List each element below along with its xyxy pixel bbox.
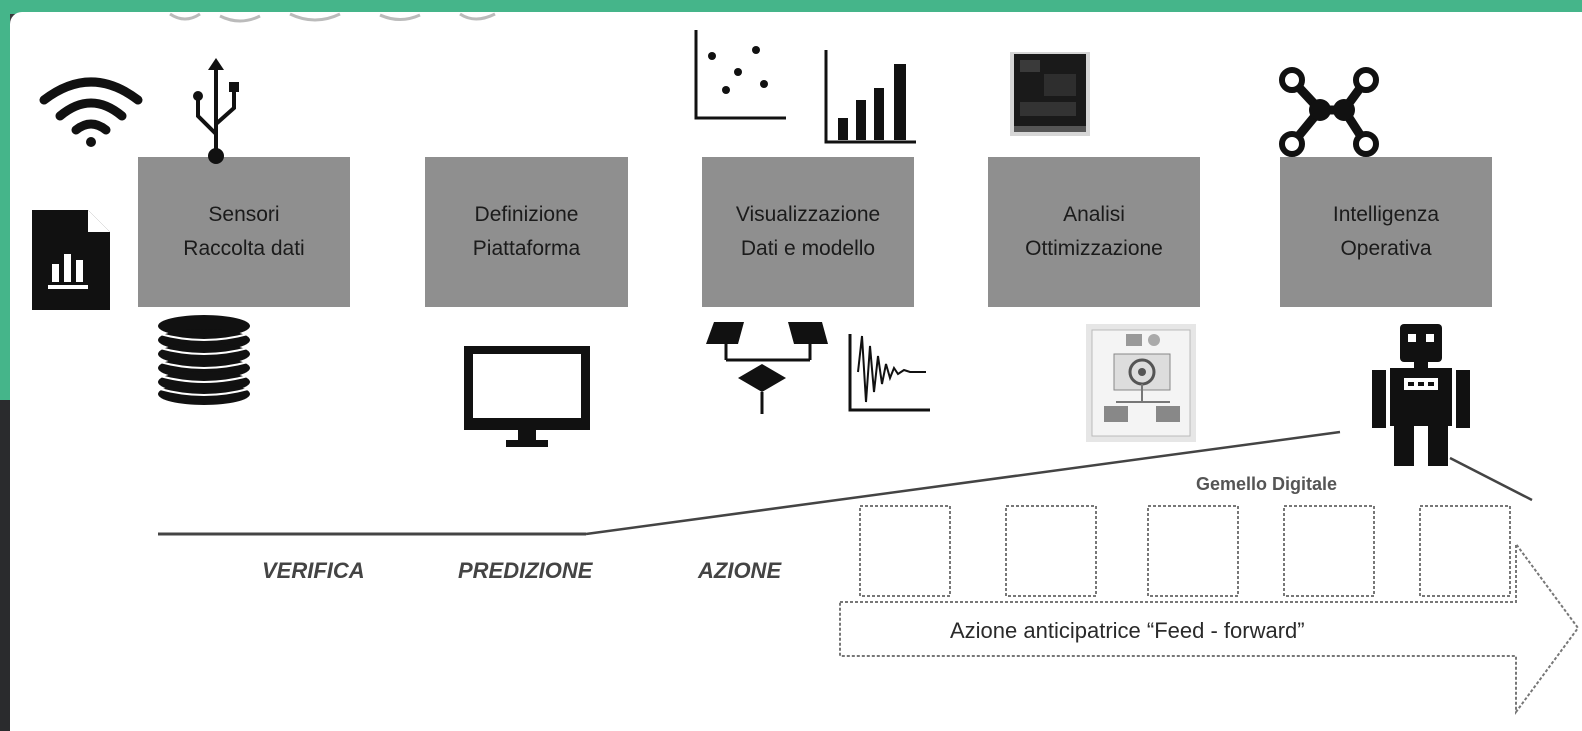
phase-azione: AZIONE (698, 558, 782, 583)
decision-flow-icon (706, 322, 828, 414)
bar-chart-icon (824, 50, 916, 144)
stage-line1: Analisi (1063, 203, 1125, 226)
database-icon (158, 315, 250, 405)
stage-visualizzazione: Visualizzazione Dati e modello (702, 157, 914, 307)
stage-intelligenza: Intelligenza Operativa (1280, 157, 1492, 307)
stage-definizione: Definizione Piattaforma (425, 157, 628, 307)
monitor-icon (464, 346, 590, 447)
damped-signal-icon (848, 334, 930, 412)
dashboard-card-icon (1086, 324, 1196, 442)
report-document-icon (32, 210, 110, 310)
stage-line1: Intelligenza (1332, 203, 1440, 226)
digital-twin-label: Gemello Digitale (1196, 474, 1338, 494)
stage-line2: Dati e modello (740, 237, 876, 260)
phase-verifica: VERIFICA (262, 558, 365, 583)
feed-forward-label: Azione anticipatrice “Feed - forward” (950, 618, 1305, 643)
stage-line1: Visualizzazione (735, 203, 881, 226)
stage-line2: Piattaforma (472, 237, 581, 260)
network-graph-icon (1279, 67, 1379, 157)
progression-lines (158, 430, 1533, 536)
phase-predizione: PREDIZIONE (458, 558, 593, 583)
window-left-border (0, 14, 10, 731)
robot-icon (1372, 324, 1470, 466)
scatter-plot-icon (694, 30, 786, 120)
window-top-border (0, 0, 1582, 14)
stage-analisi: Analisi Ottimizzazione (988, 157, 1200, 307)
stage-line1: Definizione (474, 203, 579, 226)
feed-forward-arrow (839, 505, 1580, 716)
usb-icon (193, 58, 239, 164)
screen-panel-icon (1010, 52, 1090, 136)
stage-sensori: Sensori Raccolta dati (138, 157, 350, 307)
window-left-shadow (0, 400, 10, 731)
stage-line2: Operativa (1340, 237, 1432, 260)
stage-line2: Ottimizzazione (1025, 237, 1163, 260)
stage-line2: Raccolta dati (183, 237, 305, 260)
cropped-title-fragment (169, 12, 496, 23)
stage-line1: Sensori (208, 203, 280, 226)
diagram-canvas: Sensori Raccolta dati Definizione Piatta… (10, 12, 1582, 731)
wifi-icon (39, 77, 143, 147)
